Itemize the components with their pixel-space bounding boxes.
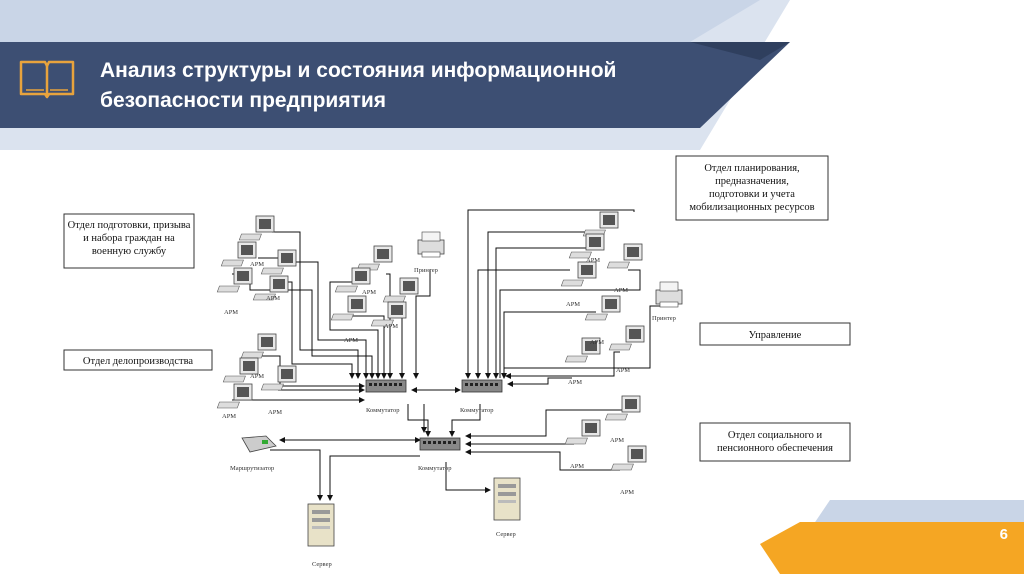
workstation-label: АРМ bbox=[620, 489, 634, 496]
workstation-label: АРМ bbox=[610, 437, 624, 444]
router-icon bbox=[241, 435, 277, 453]
switch-icon bbox=[365, 379, 407, 393]
top-light-band bbox=[0, 0, 1024, 150]
dept-social-box: Отдел социального и пенсионного обеспече… bbox=[699, 422, 851, 462]
server-icon bbox=[307, 503, 335, 547]
workstation-label: АРМ bbox=[384, 323, 398, 330]
dept-records-line-1: Отдел делопроизводства bbox=[83, 356, 194, 367]
dept-planning-line-3: подготовки и учета bbox=[709, 189, 795, 200]
workstation-label: АРМ bbox=[614, 287, 628, 294]
page-number: 6 bbox=[999, 526, 1008, 543]
server-label: Сервер bbox=[312, 561, 332, 568]
workstation-icon bbox=[584, 295, 621, 321]
printer-label: Принтер bbox=[652, 315, 676, 322]
workstation-icon bbox=[238, 215, 275, 241]
workstation-icon bbox=[610, 445, 647, 471]
printer-icon bbox=[417, 231, 445, 258]
workstation-label: АРМ bbox=[224, 309, 238, 316]
footer-shapes bbox=[740, 500, 1024, 579]
dept-planning-line-1: Отдел планирования, bbox=[704, 163, 799, 174]
workstation-label: АРМ bbox=[586, 257, 600, 264]
switch-label: Коммутатор bbox=[460, 407, 494, 414]
dept-planning-line-2: предназначения, bbox=[715, 176, 789, 187]
workstation-label: АРМ bbox=[250, 261, 264, 268]
workstation-icon bbox=[582, 211, 619, 237]
router-label: Маршрутизатор bbox=[230, 465, 274, 472]
workstation-icon bbox=[356, 245, 393, 271]
workstation-icon bbox=[604, 395, 641, 421]
dept-recruitment-line-2: и набора граждан на bbox=[83, 233, 175, 244]
switch-icon bbox=[461, 379, 503, 393]
dept-management-box: Управление bbox=[699, 322, 851, 346]
switch-label: Коммутатор bbox=[418, 465, 452, 472]
workstation-label: АРМ bbox=[568, 379, 582, 386]
connection-lines bbox=[232, 209, 662, 501]
workstation-icon bbox=[240, 333, 277, 359]
workstation-label: АРМ bbox=[362, 289, 376, 296]
dept-management-line-1: Управление bbox=[749, 330, 802, 341]
dept-planning-box: Отдел планирования, предназначения, подг… bbox=[675, 155, 829, 221]
dept-recruitment-line-3: военную службу bbox=[92, 246, 167, 257]
switch-icon bbox=[419, 437, 461, 451]
workstation-icon bbox=[382, 277, 419, 303]
workstation-icon bbox=[216, 267, 253, 293]
workstation-label: АРМ bbox=[616, 367, 630, 374]
switch-label: Коммутатор bbox=[366, 407, 400, 414]
slide-title: Анализ структуры и состояния информацион… bbox=[100, 56, 720, 116]
server-label: Сервер bbox=[496, 531, 516, 538]
dept-recruitment-line-1: Отдел подготовки, призыва bbox=[68, 220, 191, 231]
book-icon bbox=[18, 58, 76, 105]
workstation-label: АРМ bbox=[250, 373, 264, 380]
dept-social-line-2: пенсионного обеспечения bbox=[717, 443, 833, 454]
title-line-1: Анализ структуры и состояния информацион… bbox=[100, 59, 617, 82]
workstation-icon bbox=[260, 249, 297, 275]
workstation-label: АРМ bbox=[222, 413, 236, 420]
workstation-label: АРМ bbox=[570, 463, 584, 470]
title-line-2: безопасности предприятия bbox=[100, 89, 387, 112]
printer-label: Принтер bbox=[414, 267, 438, 274]
dept-recruitment-box: Отдел подготовки, призыва и набора гражд… bbox=[63, 213, 195, 269]
workstation-icon bbox=[564, 419, 601, 445]
header-shapes bbox=[0, 0, 790, 150]
dept-social-line-1: Отдел социального и bbox=[728, 430, 823, 441]
dept-planning-line-4: мобилизационных ресурсов bbox=[689, 202, 814, 213]
workstation-icon bbox=[606, 243, 643, 269]
workstation-label: АРМ bbox=[266, 295, 280, 302]
workstation-label: АРМ bbox=[268, 409, 282, 416]
workstation-label: АРМ bbox=[566, 301, 580, 308]
workstation-icon bbox=[608, 325, 645, 351]
workstation-icon bbox=[568, 233, 605, 259]
workstation-icon bbox=[216, 383, 253, 409]
dept-records-box: Отдел делопроизводства bbox=[63, 349, 213, 371]
printer-icon bbox=[655, 281, 683, 308]
workstation-label: АРМ bbox=[344, 337, 358, 344]
server-icon bbox=[493, 477, 521, 521]
workstation-label: АРМ bbox=[590, 339, 604, 346]
workstation-icon bbox=[560, 261, 597, 287]
